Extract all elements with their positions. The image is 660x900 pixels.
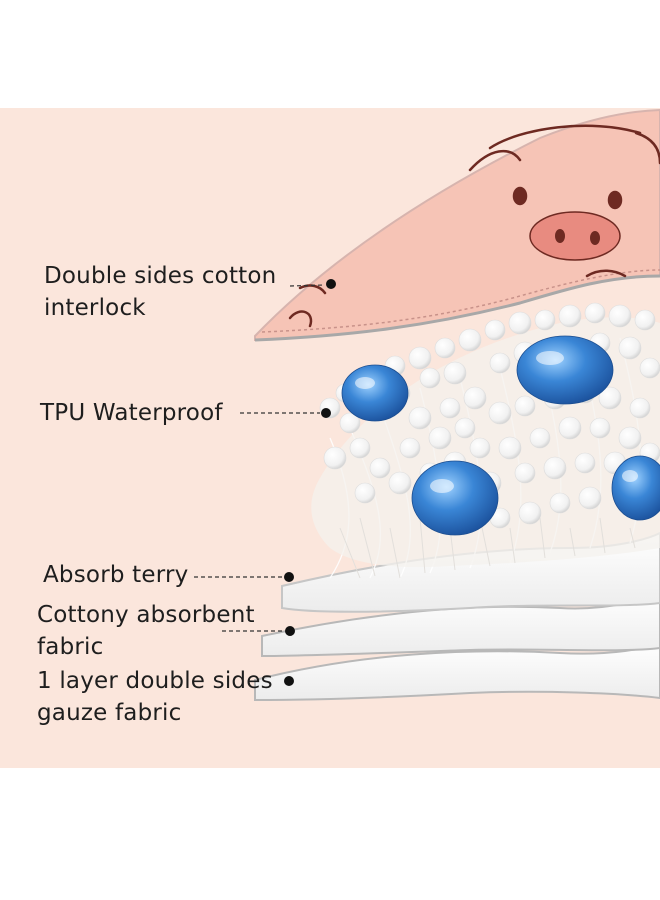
blue-beads: [341, 335, 660, 536]
cottony-label-line-1: Cottony absorbent: [37, 602, 255, 628]
cottony-label: Cottony absorbent fabric: [37, 599, 255, 663]
terry-label-line-1: Absorb terry: [43, 562, 189, 588]
gauze-label-line-2: gauze fabric: [37, 700, 182, 726]
cotton-label-line-1: Double sides cotton: [44, 263, 277, 289]
piglet-snout: [529, 211, 621, 261]
gauze-layer: [254, 641, 660, 702]
tpu-label-line-1: TPU Waterproof: [40, 400, 223, 426]
tpu-label: TPU Waterproof: [40, 397, 223, 429]
piglet-print: [288, 124, 660, 328]
cotton-label: Double sides cotton interlock: [44, 260, 276, 324]
cotton-label-line-2: interlock: [44, 295, 146, 321]
layer-illustration: [254, 108, 660, 702]
blue-bead-highlights: [355, 351, 638, 493]
terry-label: Absorb terry: [43, 559, 188, 591]
diagram-panel: Double sides cotton interlock TPU Waterp…: [0, 108, 660, 768]
cotton-hem: [261, 269, 660, 333]
cottony-label-line-2: fabric: [37, 634, 104, 660]
gauze-label: 1 layer double sides gauze fabric: [37, 665, 273, 729]
gauze-label-line-1: 1 layer double sides: [37, 668, 273, 694]
